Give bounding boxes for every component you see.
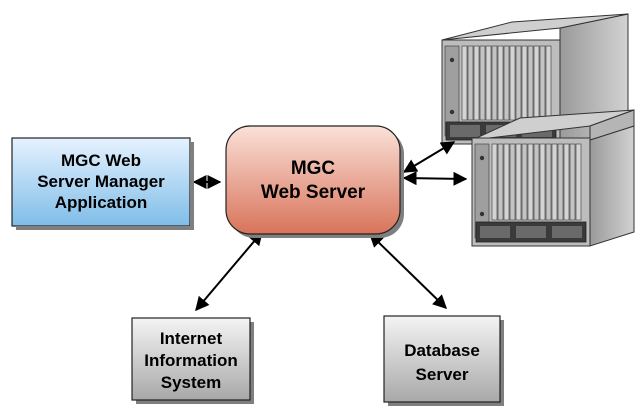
hardware-chassis-2 (471, 109, 635, 247)
arrow-webserver-iis (195, 230, 263, 312)
web-server-label-line-2: Web Server (261, 182, 366, 203)
web-server-label-line-1: MGC (291, 158, 336, 179)
database-label-line-1: Database (404, 341, 480, 360)
node-manager-application: MGC Web Server Manager Application (11, 137, 194, 230)
arrow-webserver-database (368, 233, 448, 309)
hardware-chassis-1 (441, 13, 629, 145)
arrow-webserver-chassis-2 (402, 171, 468, 186)
node-internet-information-system: Internet Information System (131, 317, 254, 404)
manager-label-line-2: Server Manager (37, 172, 165, 191)
manager-label-line-3: Application (55, 193, 148, 212)
arrow-webserver-chassis-1 (402, 141, 456, 173)
node-database-server: Database Server (383, 315, 504, 406)
iis-label-line-3: System (161, 373, 221, 392)
node-web-server: MGC Web Server (225, 125, 404, 238)
connections (192, 141, 468, 312)
iis-label-line-2: Information (144, 351, 238, 370)
manager-label-line-1: MGC Web (61, 151, 141, 170)
iis-label-line-1: Internet (160, 329, 223, 348)
database-label-line-2: Server (416, 365, 469, 384)
